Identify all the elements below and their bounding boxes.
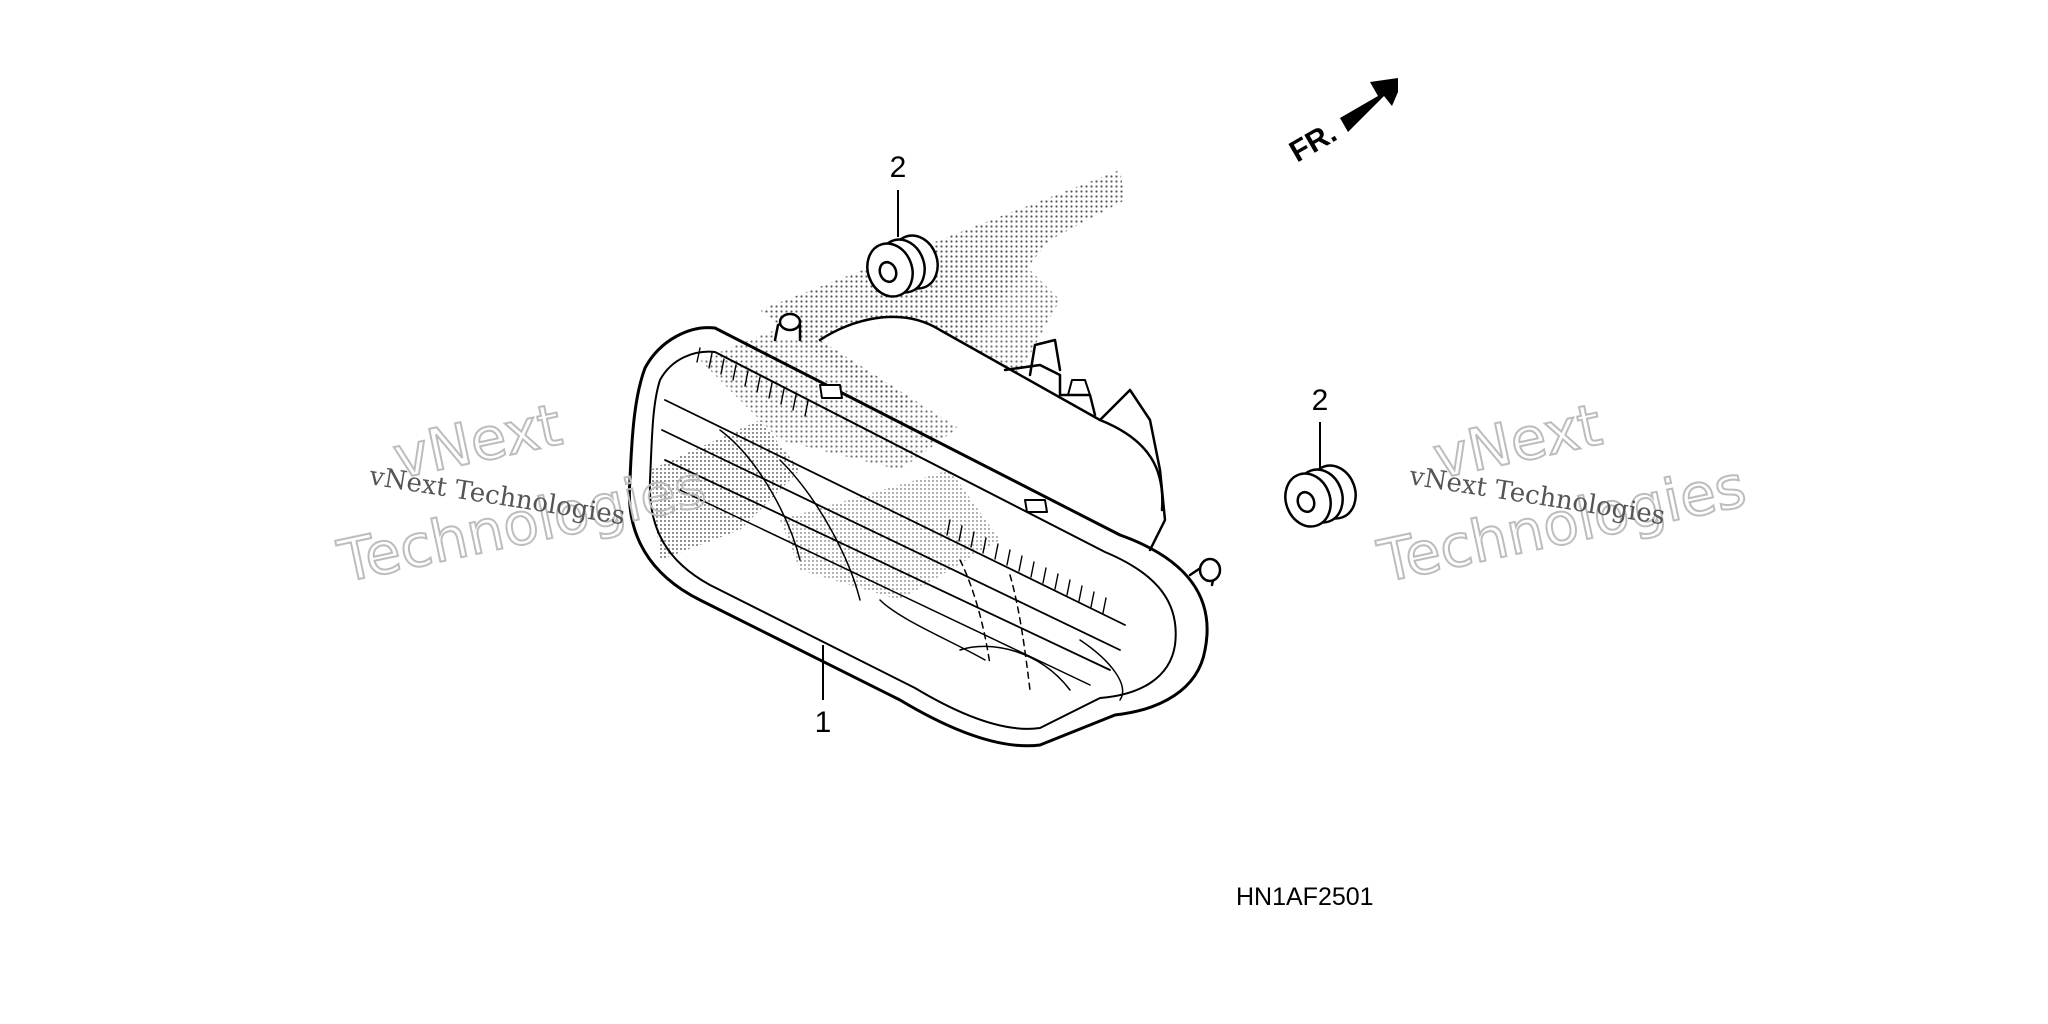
callout-part-2-top: 2 bbox=[890, 151, 907, 184]
diagram-code: HN1AF2501 bbox=[1236, 883, 1374, 911]
callout-part-1: 1 bbox=[815, 706, 832, 739]
front-direction-arrow-icon bbox=[1340, 78, 1398, 132]
grommet-right bbox=[1284, 464, 1357, 528]
front-direction-indicator: FR. bbox=[1284, 78, 1398, 169]
tail-light-assembly bbox=[627, 312, 1222, 748]
watermark-right: vNext Technologies vNext Technologies bbox=[1371, 389, 1753, 597]
leader-lines bbox=[822, 190, 1321, 700]
callout-part-2-right: 2 bbox=[1312, 384, 1329, 417]
grommet-top bbox=[866, 234, 939, 298]
direction-label: FR. bbox=[1284, 116, 1342, 169]
stipple-shading bbox=[650, 170, 1125, 600]
